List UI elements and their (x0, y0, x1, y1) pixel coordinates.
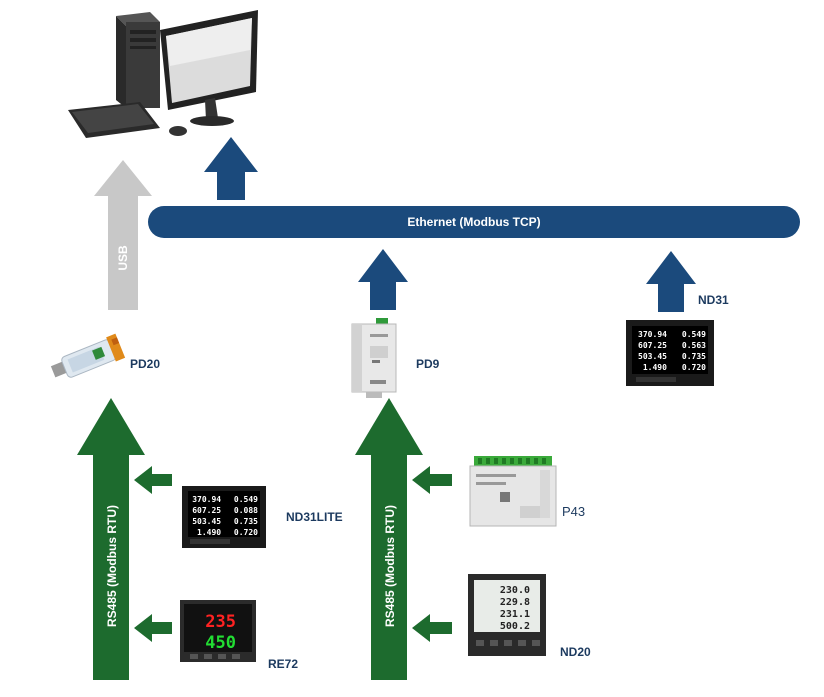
nd31lite-screen-value: 0.735 (234, 517, 258, 526)
ethernet-bus-label: Ethernet (Modbus TCP) (407, 215, 540, 229)
usb-label: USB (116, 245, 130, 271)
nd31-screen-value: 607.25 (638, 341, 667, 350)
nd31-up-arrow (646, 251, 696, 312)
ethernet-bus: Ethernet (Modbus TCP) (148, 206, 800, 238)
nd31lite-screen-value: 0.088 (234, 506, 258, 515)
rs485-right-link: RS485 (Modbus RTU) (355, 398, 423, 680)
nd31lite-device-icon: 370.94 0.549 607.25 0.088 503.45 0.735 1.490 0.… (182, 486, 266, 548)
nd31-screen-value: 0.549 (682, 330, 706, 339)
nd31-screen-value: 503.45 (638, 352, 667, 361)
nd20-screen-value: 229.8 (500, 597, 530, 608)
nd31-screen-value: 0.720 (682, 363, 706, 372)
bus-to-pc-arrow (204, 137, 258, 200)
usb-link: USB (94, 160, 152, 310)
rs485-left-label: RS485 (Modbus RTU) (105, 505, 119, 627)
nd31-screen-value: 0.563 (682, 341, 706, 350)
nd20-label: ND20 (560, 645, 591, 659)
nd31-device-icon: 370.94 0.549 607.25 0.563 503.45 0.735 1.490 0.… (626, 320, 714, 386)
pd9-up-arrow (358, 249, 408, 310)
p43-device-icon (469, 456, 557, 527)
nd31lite-screen-value: 370.94 (192, 495, 221, 504)
nd31-screen-value: 370.94 (638, 330, 667, 339)
nd20-screen-value: 230.0 (500, 585, 530, 596)
re72-to-rs485-arrow (134, 614, 172, 642)
nd31-label: ND31 (698, 293, 729, 307)
nd20-screen-value: 231.1 (500, 609, 530, 620)
nd31lite-to-rs485-arrow (134, 466, 172, 494)
nd31lite-label: ND31LITE (286, 510, 343, 524)
pd20-label: PD20 (130, 357, 160, 371)
p43-label: P43 (562, 504, 585, 519)
re72-bottom-display: 450 (205, 633, 236, 653)
pd20-device-icon (50, 333, 126, 378)
nd31-screen-value: 1.490 (643, 363, 667, 372)
pd9-device-icon (351, 318, 397, 398)
nd31-screen-value: 0.735 (682, 352, 706, 361)
nd31lite-screen-value: 1.490 (197, 528, 221, 537)
pd9-label: PD9 (416, 357, 440, 371)
rs485-left-link: RS485 (Modbus RTU) (77, 398, 145, 680)
re72-top-display: 235 (205, 612, 236, 632)
nd31lite-screen-value: 0.549 (234, 495, 258, 504)
nd20-screen-value: 500.2 (500, 621, 530, 632)
rs485-right-label: RS485 (Modbus RTU) (383, 505, 397, 627)
nd31lite-screen-value: 607.25 (192, 506, 221, 515)
computer-icon (68, 10, 258, 138)
re72-label: RE72 (268, 657, 298, 671)
nd20-to-rs485-arrow (412, 614, 452, 642)
p43-to-rs485-arrow (412, 466, 452, 494)
nd31lite-screen-value: 503.45 (192, 517, 221, 526)
nd31lite-screen-value: 0.720 (234, 528, 258, 537)
re72-device-icon: 235 450 (180, 600, 256, 662)
